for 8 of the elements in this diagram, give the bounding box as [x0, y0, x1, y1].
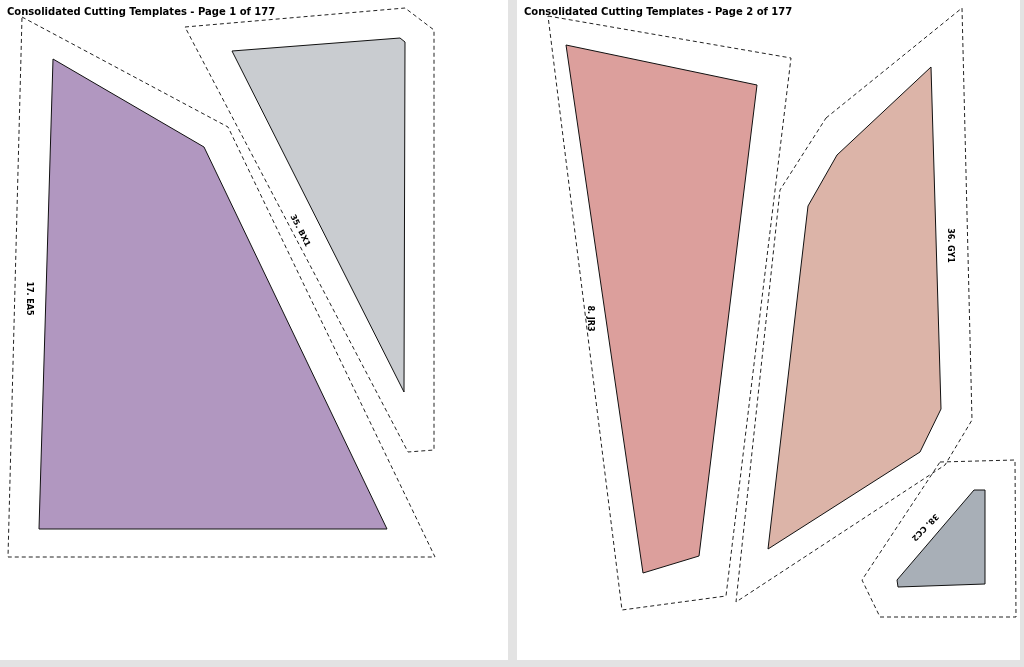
piece-label: 8. JR3	[585, 304, 595, 332]
page-heading: Consolidated Cutting Templates - Page 2 of 177	[524, 6, 793, 17]
piece-label: 36. GY1	[945, 227, 955, 263]
page-heading: Consolidated Cutting Templates - Page 1 of 177	[7, 6, 276, 17]
piece-label: 17. EA5	[24, 280, 34, 316]
piece-label: 35. BX1	[288, 212, 312, 248]
template-page	[517, 0, 1020, 660]
template-page	[0, 0, 508, 660]
